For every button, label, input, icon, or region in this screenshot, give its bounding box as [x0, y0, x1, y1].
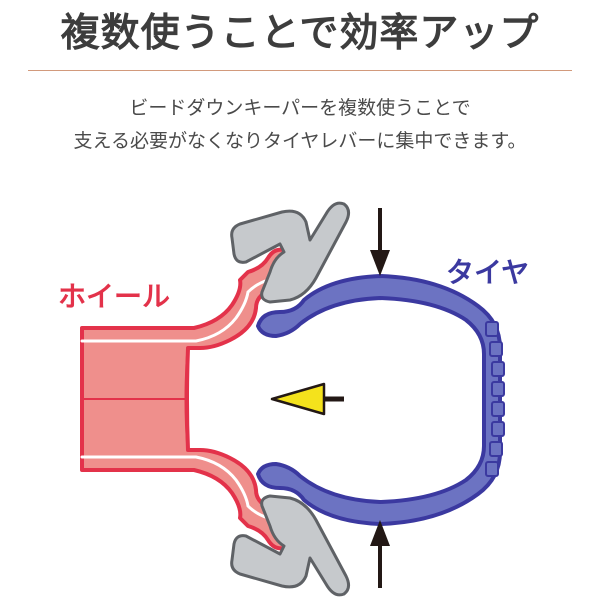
bead-keeper-bottom: [230, 494, 351, 597]
arrow-left-icon: [270, 382, 344, 416]
description-line-1: ビードダウンキーパーを複数使うことで: [129, 97, 471, 119]
description-line-2: 支える必要がなくなりタイヤレバーに集中できます。: [73, 130, 527, 152]
arrow-down-icon: [370, 208, 390, 276]
page-title: 複数使うことで効率アップ: [60, 11, 540, 56]
title-divider: [28, 70, 572, 71]
wheel-label: ホイール: [58, 280, 170, 313]
tire-shape: [256, 274, 505, 526]
arrow-up-icon: [370, 520, 390, 588]
tire-label: タイヤ: [446, 256, 529, 289]
bead-keeper-top: [230, 201, 351, 304]
